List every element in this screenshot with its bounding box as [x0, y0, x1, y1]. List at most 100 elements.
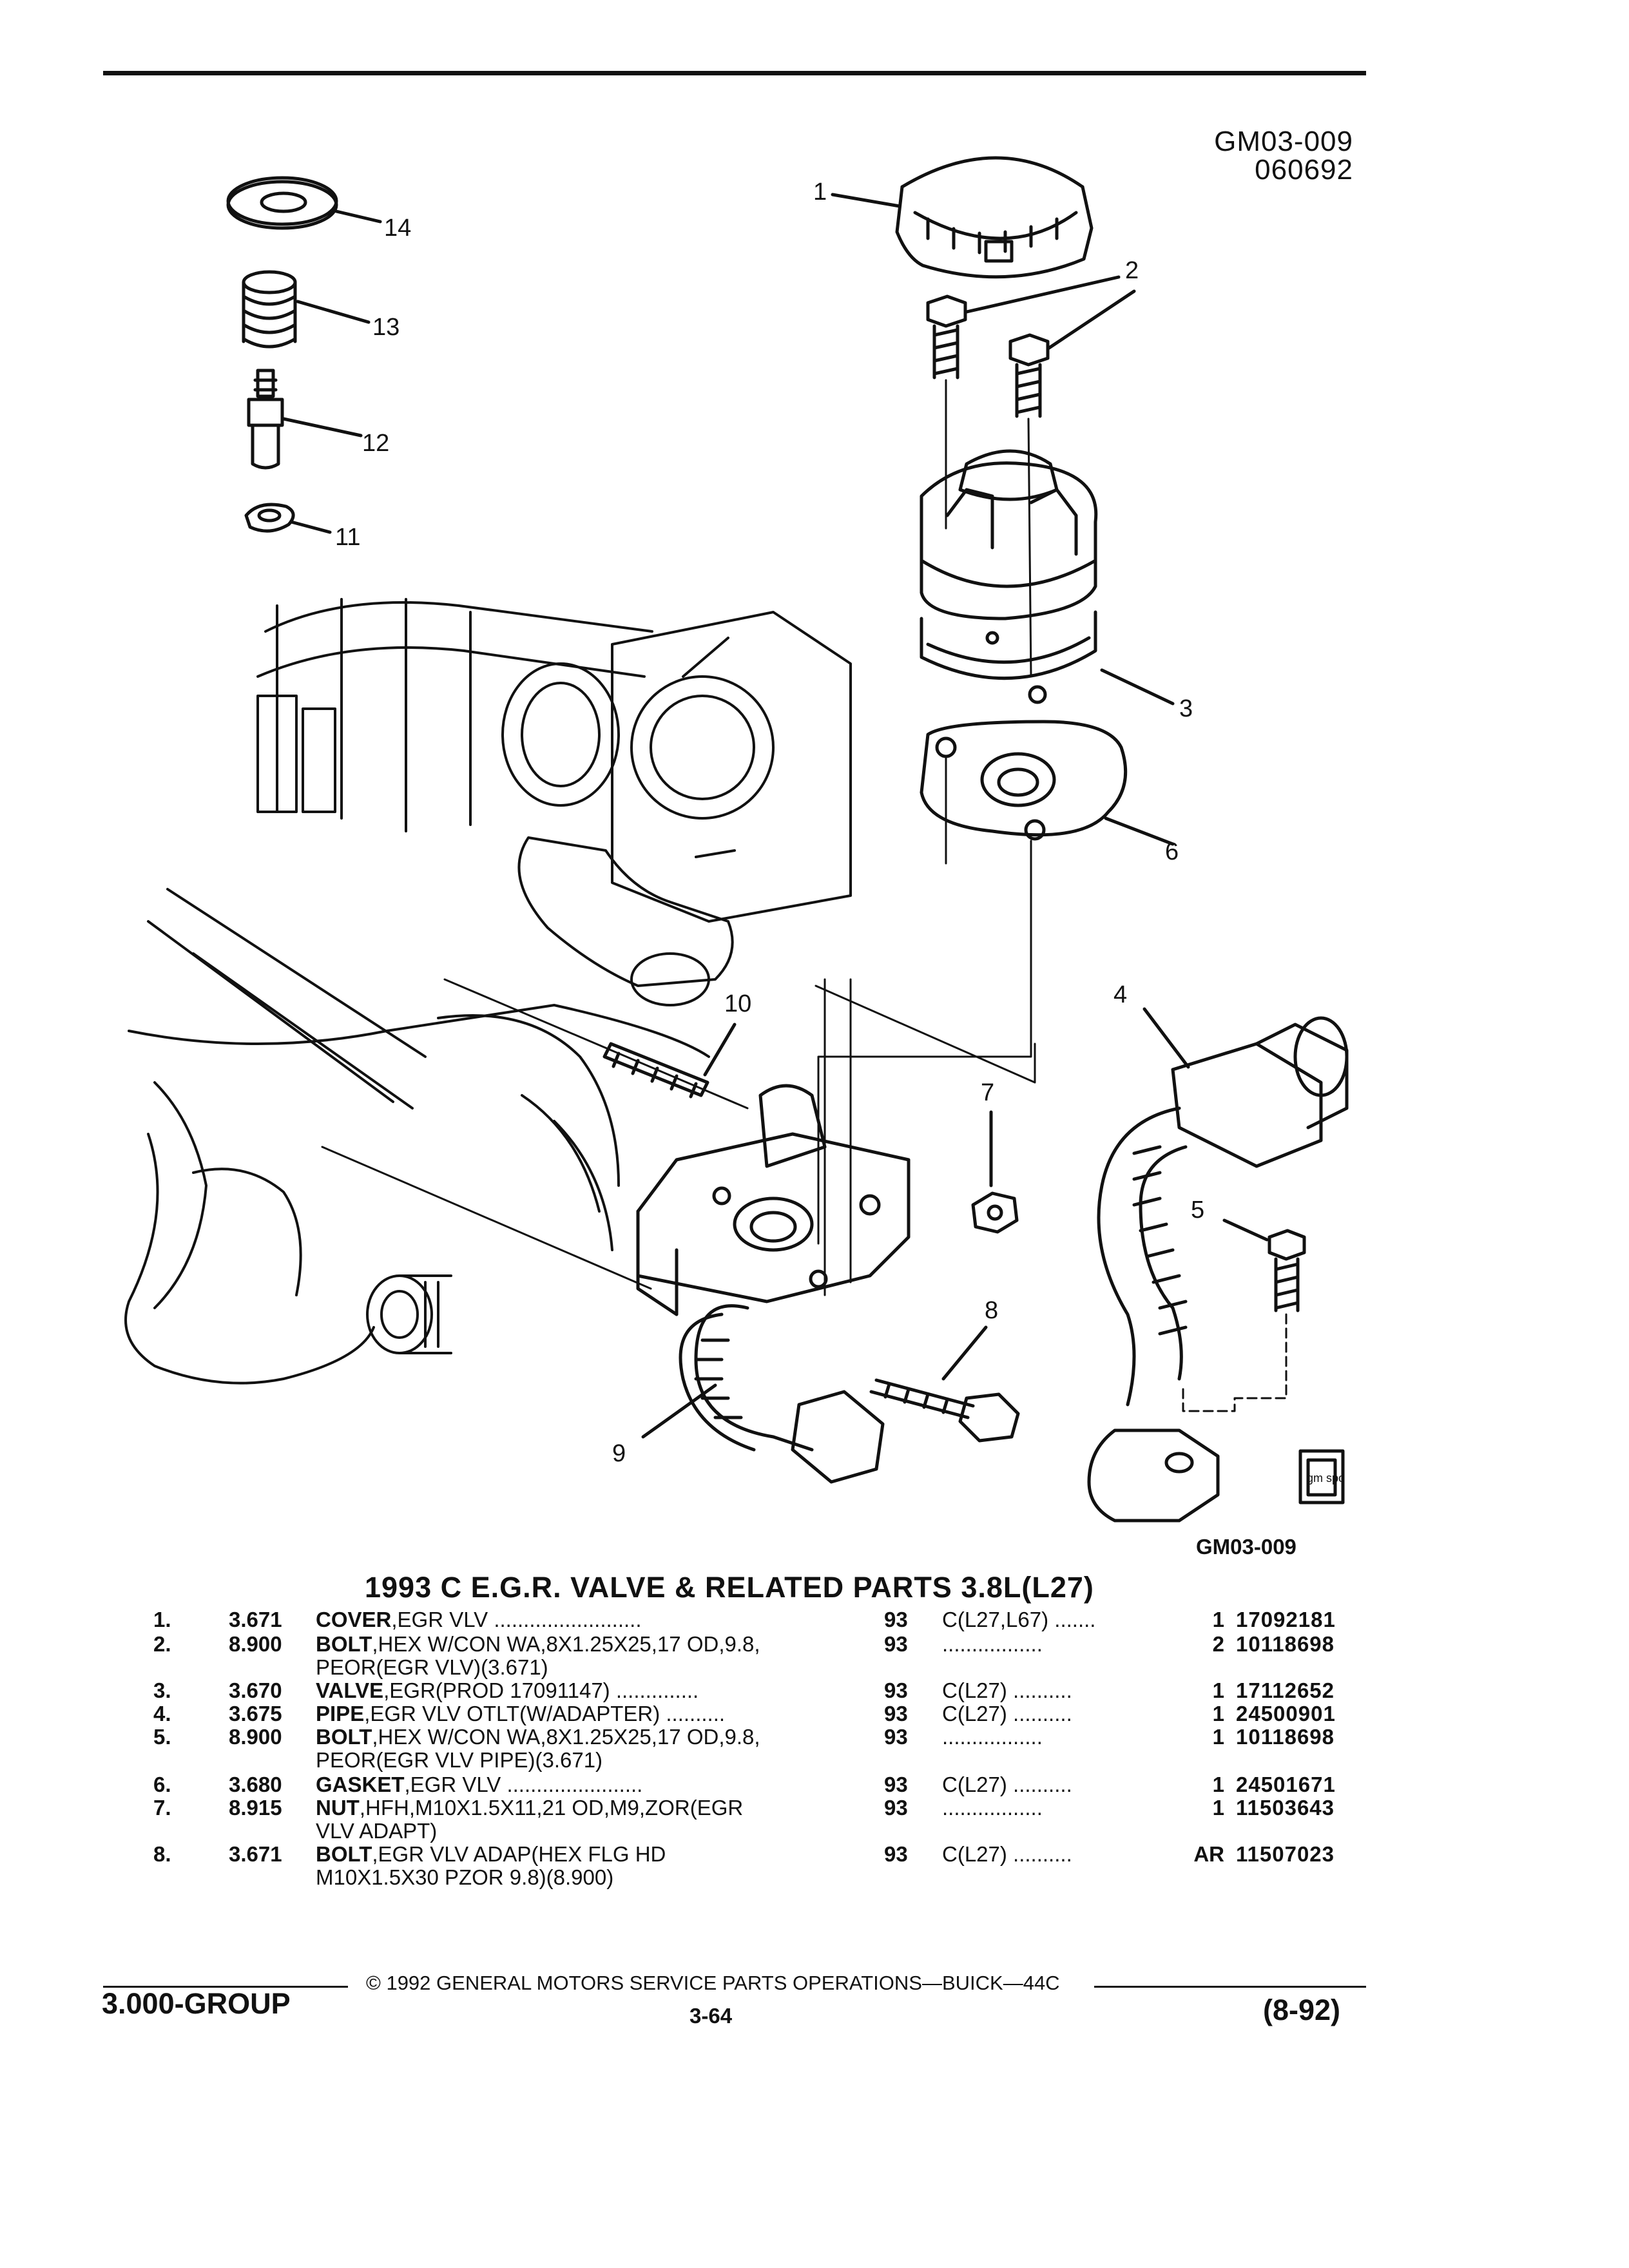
app-leader-dots: ....... [1054, 1608, 1096, 1631]
part-5-bolt [1182, 1218, 1306, 1412]
figure-id-bottom: GM03-009 [1196, 1535, 1296, 1559]
callout-10: 10 [724, 990, 751, 1017]
part-8-bolt [869, 1325, 1020, 1443]
part-desc-text: ,HEX W/CON WA,8X1.25X25,17 OD,9.8, [372, 1632, 760, 1656]
part-index: 3. [153, 1678, 171, 1702]
part-name: BOLT [316, 1842, 372, 1866]
desc-leader-dots: .............. [615, 1678, 699, 1702]
revision-date: (8-92) [1263, 1994, 1341, 2026]
callout-9: 9 [612, 1440, 626, 1467]
part-index: 4. [153, 1702, 171, 1725]
group-number: 8.915 [229, 1796, 282, 1820]
part-description: COVER,EGR VLV ......................... [316, 1608, 642, 1631]
part-name: BOLT [316, 1725, 372, 1749]
part-number: 24500901 [1236, 1702, 1336, 1725]
top-rule [103, 71, 1366, 75]
callout-2: 2 [1125, 257, 1139, 284]
part-4-pipe [1087, 1007, 1349, 1523]
model-year: 93 [884, 1725, 908, 1749]
part-desc-text: ,HFH,M10X1.5X11,21 OD,M9,ZOR(EGR [359, 1796, 744, 1820]
part-number: 10118698 [1236, 1725, 1335, 1749]
application: ................. [942, 1725, 1043, 1749]
part-name: COVER [316, 1608, 392, 1631]
application: ................. [942, 1796, 1043, 1820]
callout-5: 5 [1191, 1196, 1204, 1224]
quantity: 1 [1212, 1796, 1224, 1820]
part-description: BOLT,HEX W/CON WA,8X1.25X25,17 OD,9.8, [316, 1725, 760, 1749]
part-index: 2. [153, 1632, 171, 1656]
part-description-line2: PEOR(EGR VLV)(3.671) [316, 1655, 548, 1679]
app-leader-dots: .......... [1013, 1842, 1072, 1866]
part-14-washer [226, 176, 382, 230]
model-year: 93 [884, 1632, 908, 1656]
model-year: 93 [884, 1678, 908, 1702]
part-13-spring [242, 270, 371, 349]
part-description-line2: PEOR(EGR VLV PIPE)(3.671) [316, 1748, 603, 1772]
part-index: 7. [153, 1796, 171, 1820]
part-index: 5. [153, 1725, 171, 1749]
egr-exploded-diagram: 1 2 3 4 5 6 7 8 9 10 11 12 13 14 gm spo [124, 156, 1349, 1523]
part-index: 8. [153, 1842, 171, 1866]
quantity: AR [1193, 1842, 1224, 1866]
part-number: 17112652 [1236, 1678, 1335, 1702]
callout-1: 1 [813, 178, 827, 206]
part-desc-text: ,EGR VLV [404, 1773, 501, 1796]
quantity: 2 [1212, 1632, 1224, 1656]
group-number: 3.675 [229, 1702, 282, 1725]
quantity: 1 [1212, 1773, 1224, 1796]
figure-id: GM03-009 060692 [1134, 128, 1353, 184]
callout-3: 3 [1179, 695, 1193, 722]
part-name: BOLT [316, 1632, 372, 1656]
part-index: 6. [153, 1773, 171, 1796]
part-number: 11507023 [1236, 1842, 1335, 1866]
application: C(L27) .......... [942, 1679, 1072, 1702]
part-10-stud [443, 978, 749, 1110]
engine-intake-body [124, 598, 852, 1385]
part-name: NUT [316, 1796, 360, 1820]
part-number: 17092181 [1236, 1608, 1336, 1631]
part-description-line2: M10X1.5X30 PZOR 9.8)(8.900) [316, 1865, 614, 1889]
part-description: BOLT,HEX W/CON WA,8X1.25X25,17 OD,9.8, [316, 1633, 760, 1656]
quantity: 1 [1212, 1725, 1224, 1749]
callout-11: 11 [335, 524, 360, 551]
part-index: 1. [153, 1608, 171, 1631]
gm-spo-logo [1298, 1449, 1345, 1504]
copyright-text: © 1992 GENERAL MOTORS SERVICE PARTS OPER… [366, 1972, 1060, 1994]
part-description: VALVE,EGR(PROD 17091147) .............. [316, 1679, 699, 1702]
app-leader-dots: ................. [942, 1796, 1043, 1820]
part-description: PIPE,EGR VLV OTLT(W/ADAPTER) .......... [316, 1702, 725, 1725]
callout-12: 12 [362, 430, 389, 457]
group-number: 3.671 [229, 1842, 282, 1866]
callout-13: 13 [372, 314, 400, 341]
part-desc-text: ,EGR(PROD 17091147) [383, 1678, 610, 1702]
application-code: C(L27,L67) [942, 1608, 1049, 1631]
part-desc-text: ,HEX W/CON WA,8X1.25X25,17 OD,9.8, [372, 1725, 760, 1749]
app-leader-dots: ................. [942, 1725, 1043, 1749]
application: ................. [942, 1633, 1043, 1656]
logo-text: gm spo [1307, 1472, 1345, 1485]
section-title: 1993 C E.G.R. VALVE & RELATED PARTS 3.8L… [365, 1571, 1094, 1604]
app-leader-dots: .......... [1013, 1702, 1072, 1725]
group-number: 3.680 [229, 1773, 282, 1796]
application-code: C(L27) [942, 1702, 1007, 1725]
app-leader-dots: .......... [1013, 1678, 1072, 1702]
egr-adapter [321, 978, 1036, 1316]
quantity: 1 [1212, 1678, 1224, 1702]
quantity: 1 [1212, 1608, 1224, 1631]
desc-leader-dots: .......... [666, 1702, 726, 1725]
part-desc-text: ,EGR VLV ADAP(HEX FLG HD [372, 1842, 666, 1866]
quantity: 1 [1212, 1702, 1224, 1725]
app-leader-dots: ................. [942, 1632, 1043, 1656]
callout-6: 6 [1165, 838, 1179, 865]
application-code: C(L27) [942, 1678, 1007, 1702]
part-12-pcv-valve [247, 369, 363, 470]
application: C(L27) .......... [942, 1843, 1072, 1866]
callout-8: 8 [985, 1297, 998, 1324]
model-year: 93 [884, 1773, 908, 1796]
part-name: VALVE [316, 1678, 384, 1702]
part-number: 11503643 [1236, 1796, 1335, 1820]
part-9-flex-pipe [641, 1304, 885, 1484]
part-desc-text: ,EGR VLV OTLT(W/ADAPTER) [364, 1702, 660, 1725]
callout-14: 14 [384, 215, 411, 242]
desc-leader-dots: ......................... [494, 1608, 642, 1631]
